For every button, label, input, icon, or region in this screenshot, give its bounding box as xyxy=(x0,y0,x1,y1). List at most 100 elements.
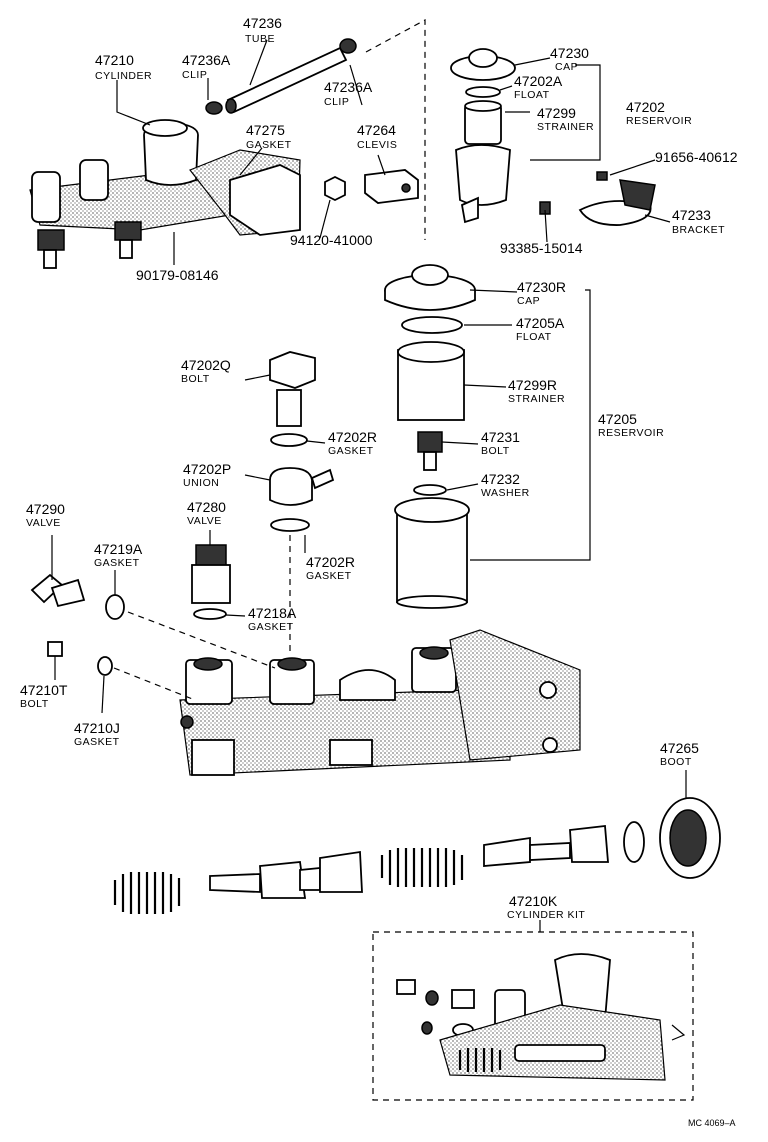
clevis-47264-drawing xyxy=(364,169,419,204)
reservoir-47205-drawing xyxy=(384,264,476,609)
svg-text:47202R: 47202R xyxy=(328,429,377,445)
label-47299r: 47299R STRAINER xyxy=(508,377,565,405)
main-cylinder-body-drawing xyxy=(179,629,581,776)
svg-text:RESERVOIR: RESERVOIR xyxy=(626,115,692,127)
svg-text:CLIP: CLIP xyxy=(324,96,349,108)
svg-text:FLOAT: FLOAT xyxy=(514,89,550,101)
label-47205: 47205 RESERVOIR xyxy=(598,411,664,439)
cylinder-kit-parts-drawing xyxy=(396,953,686,1081)
svg-text:47290: 47290 xyxy=(26,501,65,517)
svg-text:47219A: 47219A xyxy=(94,541,143,557)
label-47210j: 47210J GASKET xyxy=(74,720,120,748)
label-47231: 47231 BOLT xyxy=(481,429,520,457)
valve-47280-drawing xyxy=(191,544,231,620)
label-93385-15014: 93385-15014 xyxy=(500,240,583,256)
svg-text:VALVE: VALVE xyxy=(187,515,222,527)
label-47275: 47275 GASKET xyxy=(246,122,292,151)
svg-text:47210K: 47210K xyxy=(509,893,558,909)
label-47202r-bottom: 47202R GASKET xyxy=(306,554,355,582)
svg-text:GASKET: GASKET xyxy=(94,557,140,569)
svg-text:GASKET: GASKET xyxy=(306,570,352,582)
svg-text:CYLINDER: CYLINDER xyxy=(95,70,152,82)
label-47210k: 47210K CYLINDER KIT xyxy=(507,893,585,921)
svg-text:STRAINER: STRAINER xyxy=(537,121,594,133)
label-47236: 47236 TUBE xyxy=(243,15,282,45)
label-47202: 47202 RESERVOIR xyxy=(626,99,692,127)
label-47202a: 47202A FLOAT xyxy=(514,73,563,101)
svg-text:47230R: 47230R xyxy=(517,279,566,295)
tube-47236-drawing xyxy=(205,38,357,115)
label-47236a-left: 47236A CLIP xyxy=(182,52,231,81)
label-47205a: 47205A FLOAT xyxy=(516,315,565,343)
svg-text:STRAINER: STRAINER xyxy=(508,393,565,405)
union-group-drawing xyxy=(269,351,335,532)
label-47230r: 47230R CAP xyxy=(517,279,566,307)
svg-text:GASKET: GASKET xyxy=(248,621,294,633)
valve-47290-drawing xyxy=(30,573,125,620)
svg-text:47205A: 47205A xyxy=(516,315,565,331)
gasket-47210j-drawing xyxy=(97,656,113,676)
svg-text:BOLT: BOLT xyxy=(481,445,510,457)
svg-text:47202: 47202 xyxy=(626,99,665,115)
bolt-47210t-drawing xyxy=(47,641,63,657)
label-94120-41000: 94120-41000 xyxy=(290,232,373,248)
reservoir-47202-drawing xyxy=(450,48,516,224)
label-90179-08146: 90179-08146 xyxy=(136,267,219,283)
svg-text:GASKET: GASKET xyxy=(74,736,120,748)
svg-text:47202R: 47202R xyxy=(306,554,355,570)
svg-text:CAP: CAP xyxy=(555,61,578,73)
svg-text:WASHER: WASHER xyxy=(481,487,530,499)
svg-text:CLIP: CLIP xyxy=(182,69,207,81)
svg-text:47210J: 47210J xyxy=(74,720,120,736)
svg-text:47299: 47299 xyxy=(537,105,576,121)
label-47202r-top: 47202R GASKET xyxy=(328,429,377,457)
svg-text:RESERVOIR: RESERVOIR xyxy=(598,427,664,439)
svg-text:47210T: 47210T xyxy=(20,682,68,698)
svg-text:47202P: 47202P xyxy=(183,461,231,477)
svg-text:VALVE: VALVE xyxy=(26,517,61,529)
svg-text:47236A: 47236A xyxy=(324,79,373,95)
label-47230: 47230 CAP xyxy=(550,45,589,73)
svg-text:CYLINDER KIT: CYLINDER KIT xyxy=(507,909,585,921)
svg-text:TUBE: TUBE xyxy=(245,33,275,45)
label-47210t: 47210T BOLT xyxy=(20,682,68,710)
svg-text:FLOAT: FLOAT xyxy=(516,331,552,343)
svg-text:BOLT: BOLT xyxy=(181,373,210,385)
svg-text:47299R: 47299R xyxy=(508,377,557,393)
svg-text:GASKET: GASKET xyxy=(246,139,292,151)
svg-text:47230: 47230 xyxy=(550,45,589,61)
label-47236a-right: 47236A CLIP xyxy=(324,79,373,108)
label-47264: 47264 CLEVIS xyxy=(357,122,397,151)
label-47299: 47299 STRAINER xyxy=(537,105,594,133)
svg-text:47205: 47205 xyxy=(598,411,637,427)
svg-text:47275: 47275 xyxy=(246,122,285,138)
svg-text:47264: 47264 xyxy=(357,122,396,138)
label-47210: 47210 CYLINDER xyxy=(95,52,152,82)
svg-text:CAP: CAP xyxy=(517,295,540,307)
svg-text:BOOT: BOOT xyxy=(660,756,692,768)
label-47232: 47232 WASHER xyxy=(481,471,530,499)
label-91656-40612: 91656-40612 xyxy=(655,149,738,165)
svg-text:47233: 47233 xyxy=(672,207,711,223)
svg-text:BOLT: BOLT xyxy=(20,698,49,710)
svg-text:UNION: UNION xyxy=(183,477,219,489)
label-47218a: 47218A GASKET xyxy=(248,605,297,633)
svg-text:47236: 47236 xyxy=(243,15,282,31)
label-47202q: 47202Q BOLT xyxy=(181,357,231,385)
label-47202p: 47202P UNION xyxy=(183,461,231,489)
label-47219a: 47219A GASKET xyxy=(94,541,143,569)
svg-text:47236A: 47236A xyxy=(182,52,231,68)
svg-text:47232: 47232 xyxy=(481,471,520,487)
label-47280: 47280 VALVE xyxy=(187,499,226,527)
svg-text:47265: 47265 xyxy=(660,740,699,756)
svg-text:GASKET: GASKET xyxy=(328,445,374,457)
piston-spring-assembly-drawing xyxy=(113,825,609,914)
svg-text:CLEVIS: CLEVIS xyxy=(357,139,397,151)
gasket-47275-drawing xyxy=(229,164,301,236)
label-47290: 47290 VALVE xyxy=(26,501,65,529)
svg-text:47280: 47280 xyxy=(187,499,226,515)
bracket-47233-drawing xyxy=(539,171,656,226)
svg-text:47202A: 47202A xyxy=(514,73,563,89)
label-47233: 47233 BRACKET xyxy=(672,207,725,236)
